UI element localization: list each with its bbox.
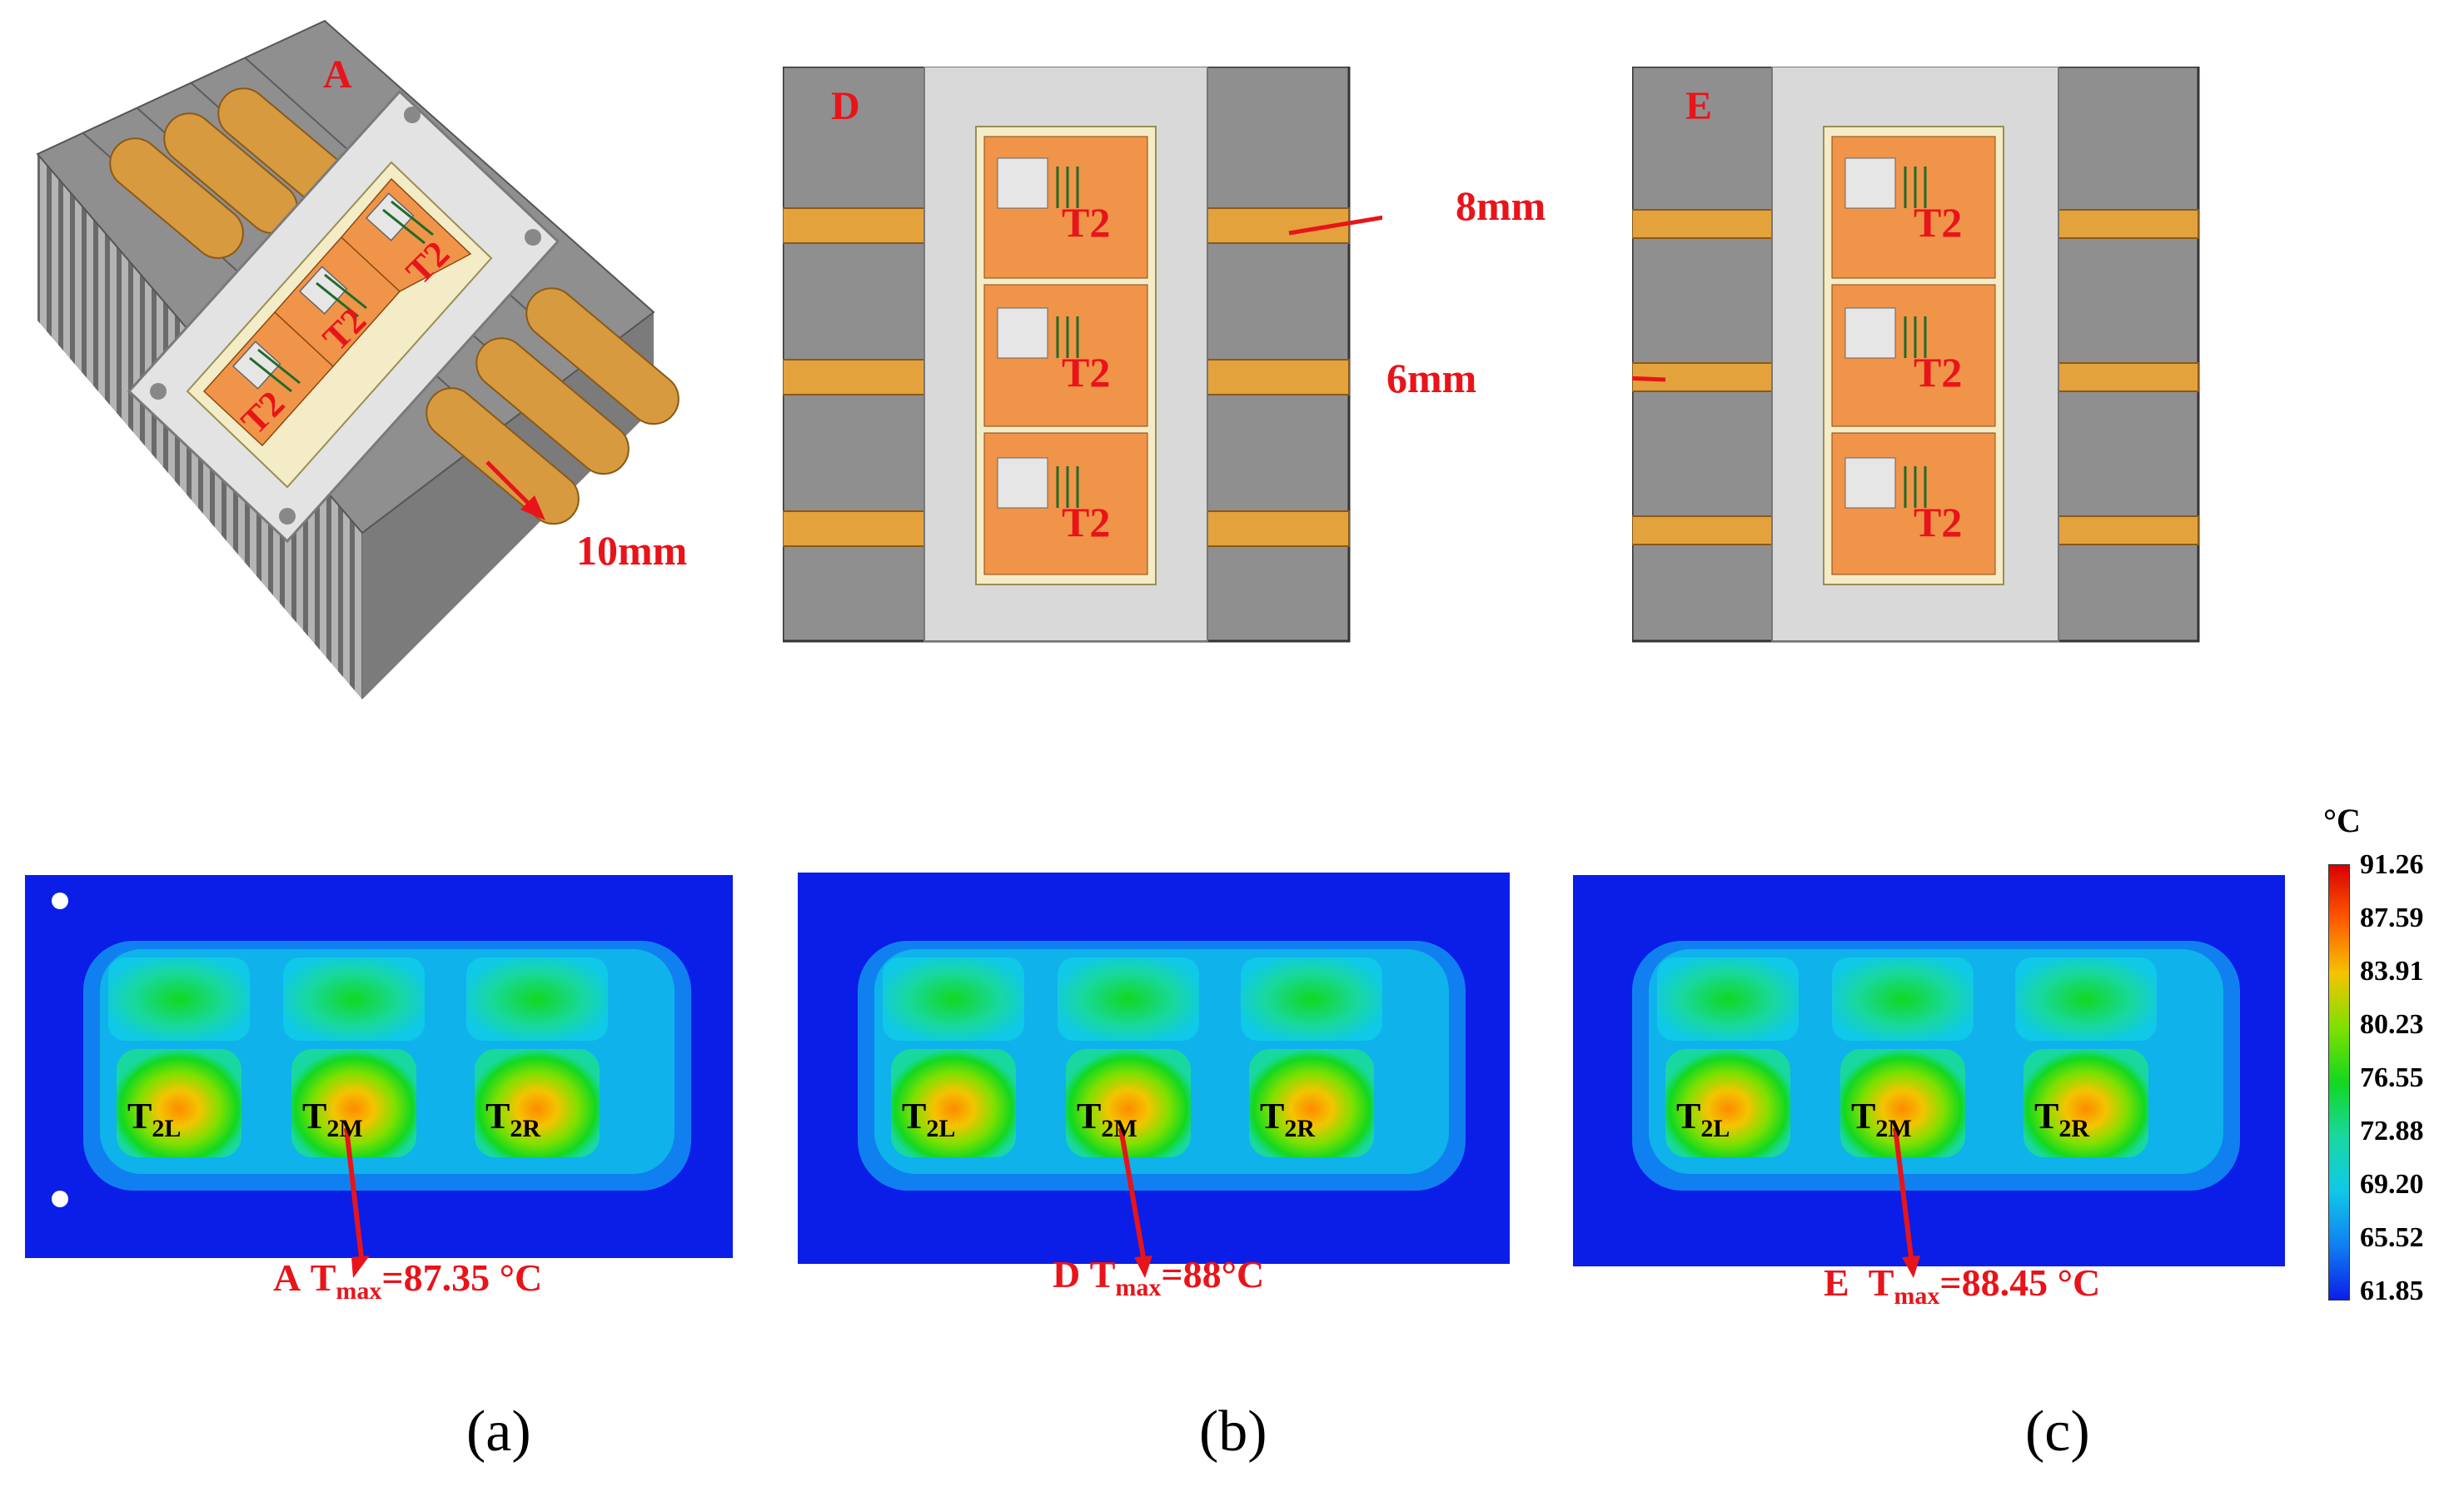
- tmax-label-d: D Tmax=88°C: [1053, 1253, 1265, 1302]
- panel-a-3d-module: [36, 19, 679, 699]
- caption-b: (b): [1199, 1400, 1267, 1464]
- mount-hole: [404, 107, 421, 123]
- thermal-map-e: [1573, 875, 2285, 1278]
- colorbar-tick-label: 72.88: [2360, 1116, 2424, 1146]
- thermal-chip-label: T2L: [1676, 1096, 1730, 1142]
- colorbar-tick-label: 65.52: [2360, 1222, 2424, 1253]
- heat-pipe: [475, 337, 630, 475]
- tmax-label-e: E Tmax=88.45 °C: [1824, 1261, 2101, 1310]
- thermal-chip-label: T2R: [485, 1096, 541, 1142]
- chip-label: T2: [1914, 199, 1963, 246]
- power-modules: [983, 136, 1148, 575]
- mount-hole: [150, 383, 167, 400]
- caption-c: (c): [2025, 1400, 2090, 1464]
- colorbar-tick-label: 76.55: [2360, 1062, 2424, 1093]
- colorbar-tick-label: 83.91: [2360, 956, 2424, 987]
- tmax-label-a: A Tmax=87.35 °C: [273, 1256, 543, 1306]
- power-modules: [1831, 136, 1996, 575]
- panel-letter-a: A: [323, 52, 352, 97]
- panel-d-top-view: [783, 67, 1382, 643]
- panel-letter-d: D: [831, 84, 860, 128]
- mount-hole: [279, 508, 296, 525]
- chip-label: T2: [1062, 349, 1111, 395]
- chip-label: T2: [1914, 499, 1963, 545]
- colorbar-tick-label: 80.23: [2360, 1009, 2424, 1040]
- panel-e-top-view: [1632, 67, 2200, 643]
- thermal-map-a: [25, 875, 733, 1278]
- colorbar-tick-label: 61.85: [2360, 1276, 2424, 1306]
- colorbar-tick-label: 91.26: [2360, 849, 2424, 880]
- colorbar-unit: °C: [2323, 802, 2361, 839]
- dimension-arrow-line: [1632, 375, 1666, 382]
- heat-pipe: [525, 287, 679, 425]
- thermal-chip-label: T2L: [902, 1096, 956, 1142]
- heat-pipe-width-label-d: 8mm: [1456, 182, 1546, 229]
- panel-letter-e: E: [1685, 84, 1713, 128]
- thermal-maps: [25, 873, 2285, 1278]
- thermal-chip-label: T2R: [2034, 1096, 2090, 1142]
- chip-label: T2: [1914, 349, 1963, 395]
- thermal-chip-label: T2M: [302, 1096, 363, 1142]
- mount-hole: [525, 229, 541, 246]
- dimension-arrowhead: [520, 495, 545, 520]
- thermal-map-d: [798, 873, 1510, 1278]
- thermal-chip-label: T2L: [127, 1096, 182, 1142]
- copper-pad: [340, 177, 472, 292]
- colorbar-tick-label: 69.20: [2360, 1169, 2424, 1200]
- thermal-chip-label: T2M: [1077, 1096, 1137, 1142]
- heat-pipe: [109, 137, 244, 259]
- thermal-chip-label: T2R: [1260, 1096, 1316, 1142]
- caption-a: (a): [466, 1400, 531, 1464]
- dimension-arrow-line: [485, 460, 535, 510]
- dimension-arrow-line: [1288, 215, 1382, 236]
- colorbar-tick-label: 87.59: [2360, 903, 2424, 933]
- chip-label: T2: [1062, 199, 1111, 246]
- heat-pipe-width-label-a: 10mm: [576, 527, 688, 574]
- heat-pipe-width-label-e: 6mm: [1386, 355, 1477, 401]
- colorbar: [2328, 864, 2350, 1301]
- chip-label: T2: [1062, 499, 1111, 545]
- thermal-chip-label: T2M: [1851, 1096, 1912, 1142]
- heat-pipe: [426, 387, 580, 525]
